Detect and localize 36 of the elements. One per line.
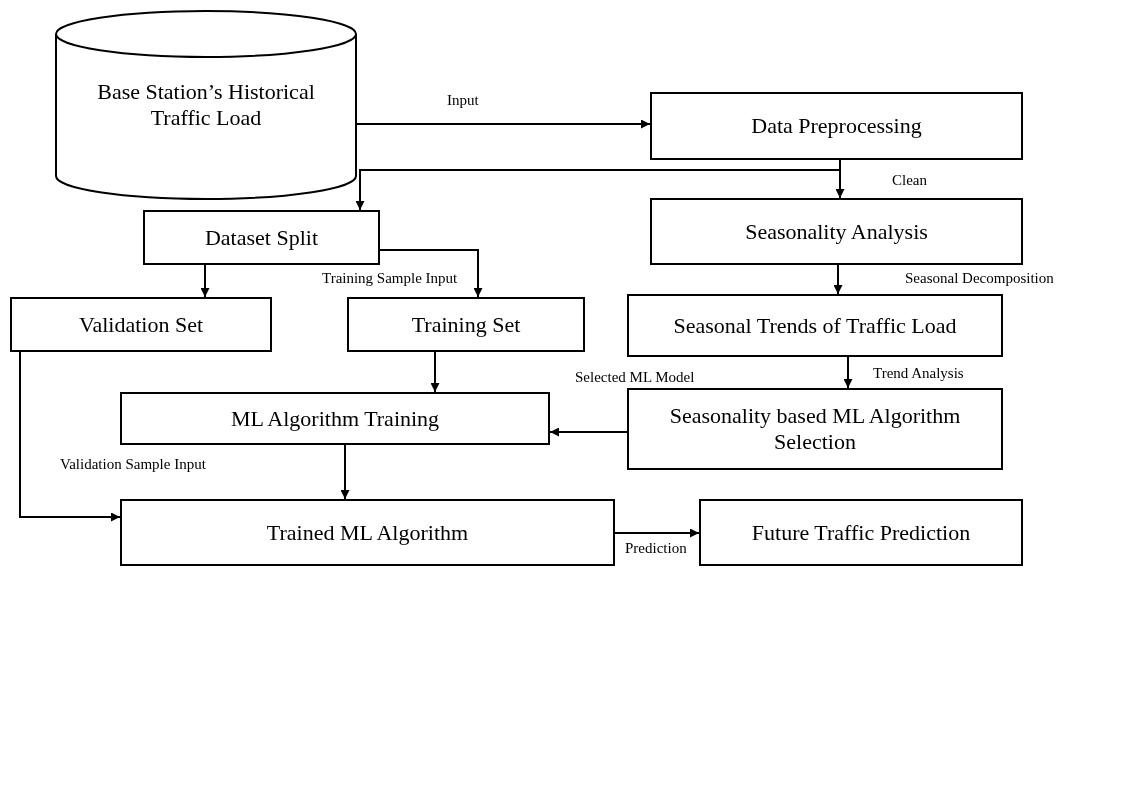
process-box <box>699 499 1023 566</box>
edge-label: Seasonal Decomposition <box>905 270 1054 287</box>
process-box <box>120 392 550 445</box>
process-box <box>650 198 1023 265</box>
process-box <box>627 294 1003 357</box>
process-box <box>627 388 1003 470</box>
process-box <box>650 92 1023 160</box>
node-label: Seasonality Analysis <box>744 218 929 245</box>
node-label: Validation Set <box>77 311 204 338</box>
arrow <box>833 264 843 295</box>
arrow <box>549 427 628 437</box>
node-label: Seasonality based ML Algorithm Selection <box>668 403 962 455</box>
arrow <box>614 528 700 538</box>
node-label: Seasonal Trends of Traffic Load <box>672 312 958 339</box>
node-label: Base Station’s Historical Traffic Load <box>96 79 316 131</box>
process-box <box>347 297 585 352</box>
node-label: Data Preprocessing <box>750 113 923 139</box>
edge-label: Input <box>447 92 479 109</box>
node-label: Training Set <box>410 311 522 338</box>
edge-label: Trend Analysis <box>873 365 964 382</box>
arrow <box>430 351 440 393</box>
arrow <box>356 119 651 129</box>
arrow <box>200 264 210 298</box>
arrow <box>19 351 121 522</box>
arrow <box>340 444 350 500</box>
node-label: Trained ML Algorithm <box>265 519 470 546</box>
edge-label: Validation Sample Input <box>60 456 206 473</box>
node-label: ML Algorithm Training <box>229 405 441 432</box>
edge-label: Training Sample Input <box>322 270 458 287</box>
process-box <box>120 499 615 566</box>
process-box <box>143 210 380 265</box>
process-box <box>10 297 272 352</box>
node-label: Dataset Split <box>203 224 319 251</box>
node-label: Future Traffic Prediction <box>750 519 972 546</box>
arrow <box>379 249 483 298</box>
arrow <box>843 356 853 389</box>
